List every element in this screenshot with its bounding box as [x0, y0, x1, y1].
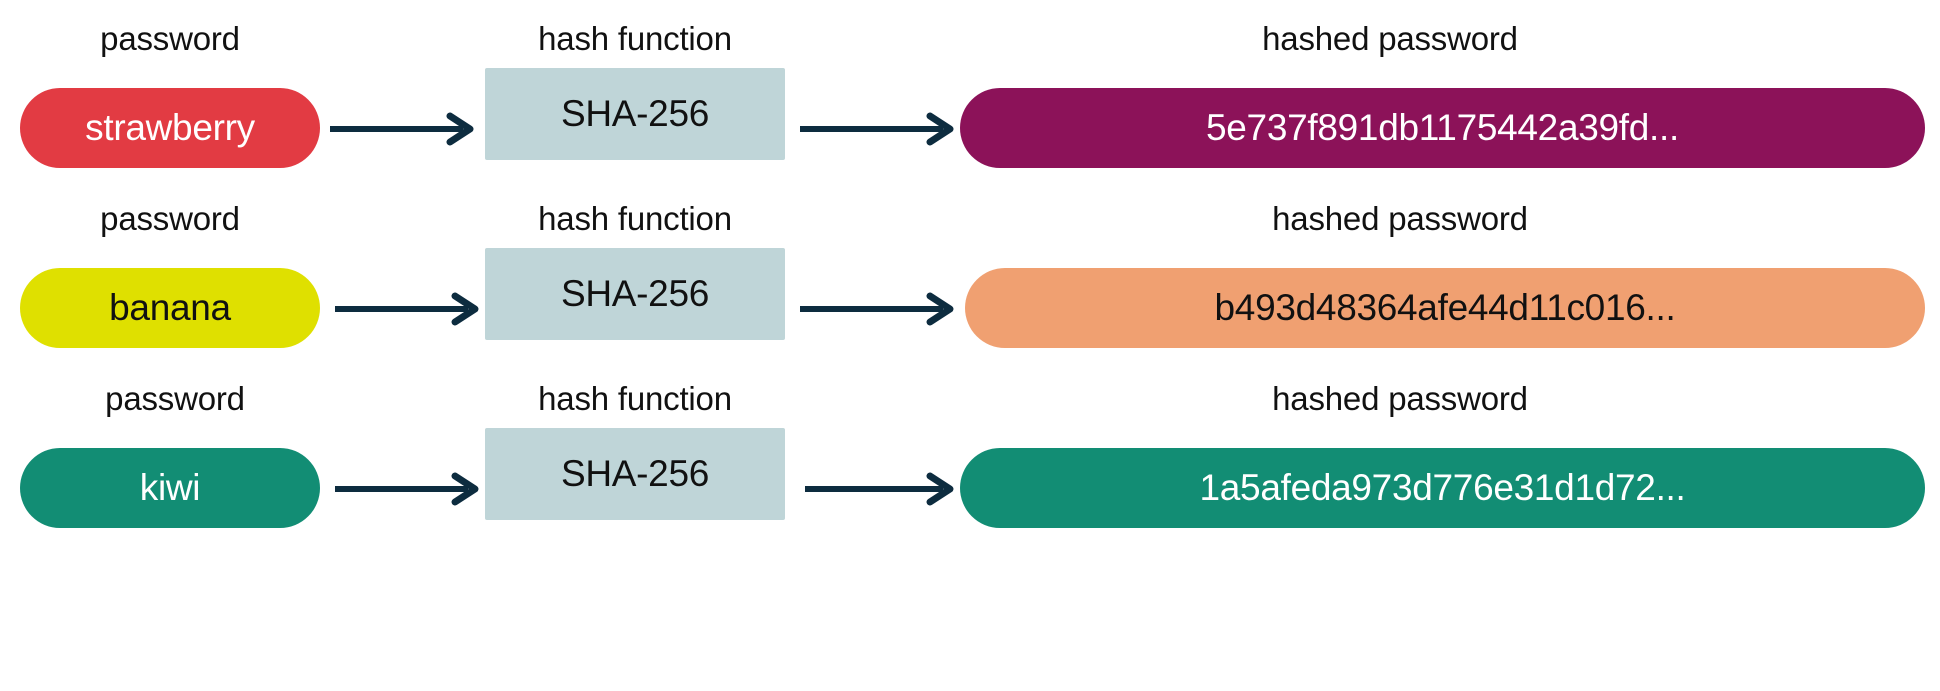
hash-function-box[interactable]: SHA-256 [485, 68, 785, 160]
arrow-right-icon [330, 112, 480, 152]
password-caption: password [100, 20, 240, 57]
arrow-right-icon [335, 292, 485, 332]
arrow-right-icon [335, 472, 485, 512]
hash-function-box[interactable]: SHA-256 [485, 248, 785, 340]
arrow-right-icon [800, 112, 960, 152]
hashed-password-pill-kiwi[interactable]: 1a5afeda973d776e31d1d72... [960, 448, 1925, 528]
password-caption: password [100, 200, 240, 237]
hashed-password-caption: hashed password [1272, 200, 1528, 237]
password-caption: password [105, 380, 245, 417]
arrow-right-icon [805, 472, 960, 512]
arrow-right-icon [800, 292, 960, 332]
hash-function-box[interactable]: SHA-256 [485, 428, 785, 520]
hash-function-caption: hash function [538, 20, 732, 57]
hash-function-caption: hash function [538, 200, 732, 237]
hash-function-caption: hash function [538, 380, 732, 417]
hashed-password-pill-strawberry[interactable]: 5e737f891db1175442a39fd... [960, 88, 1925, 168]
password-pill-banana[interactable]: banana [20, 268, 320, 348]
hashed-password-caption: hashed password [1272, 380, 1528, 417]
hashed-password-pill-banana[interactable]: b493d48364afe44d11c016... [965, 268, 1925, 348]
password-pill-strawberry[interactable]: strawberry [20, 88, 320, 168]
password-pill-kiwi[interactable]: kiwi [20, 448, 320, 528]
hashed-password-caption: hashed password [1262, 20, 1518, 57]
